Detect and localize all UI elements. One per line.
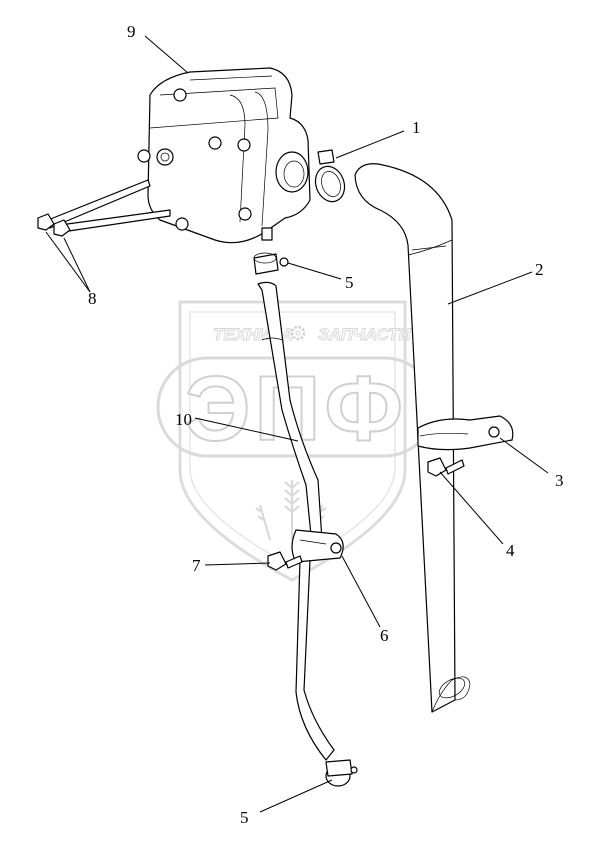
leader-lines xyxy=(45,35,549,813)
callout-5-bottom: 5 xyxy=(240,808,249,827)
bolts-8 xyxy=(37,179,171,237)
bracket-6 xyxy=(291,529,344,563)
callout-1: 1 xyxy=(412,118,421,137)
callout-7: 7 xyxy=(192,556,201,575)
callouts: 1 2 3 4 5 5 6 7 8 9 10 xyxy=(88,22,564,827)
clamp-1 xyxy=(314,149,346,203)
bolt-4 xyxy=(427,457,465,477)
pipe-2 xyxy=(354,163,471,713)
watermark-letters: ЭПФ xyxy=(185,358,407,460)
bracket-3 xyxy=(417,415,514,451)
breather-housing-9 xyxy=(137,67,311,244)
callout-8: 8 xyxy=(88,289,97,308)
hose-clamp-5-bottom xyxy=(325,759,358,787)
callout-6: 6 xyxy=(380,626,389,645)
hose-clamp-5-top xyxy=(253,252,289,275)
gear-icon xyxy=(290,325,306,341)
callout-9: 9 xyxy=(127,22,136,41)
bolt-7 xyxy=(267,551,303,571)
callout-3: 3 xyxy=(555,471,564,490)
wheat-icon xyxy=(255,480,327,541)
callout-4: 4 xyxy=(506,541,515,560)
watermark-text-right: ЗАПЧАСТИ xyxy=(318,325,411,344)
tube-10 xyxy=(257,281,335,761)
watermark-shield xyxy=(178,300,407,582)
callout-5-top: 5 xyxy=(345,273,354,292)
callout-2: 2 xyxy=(535,260,544,279)
callout-10: 10 xyxy=(175,410,192,429)
